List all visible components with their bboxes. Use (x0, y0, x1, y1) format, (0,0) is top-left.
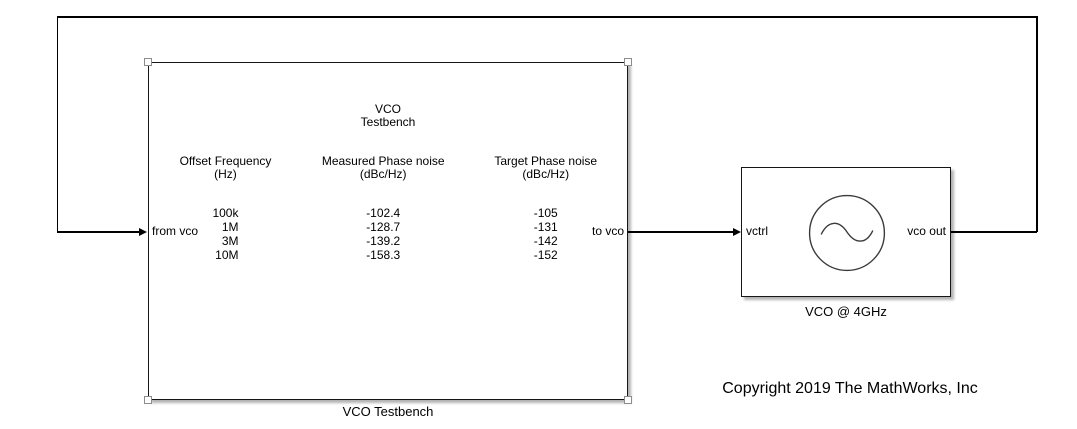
port-label-vctrl: vctrl (746, 224, 768, 238)
vco-block[interactable] (741, 167, 951, 297)
column-values: 100k 1M 3M 10M (212, 206, 238, 262)
wire-feedback-left[interactable] (56, 16, 58, 232)
table-cell: -158.3 (366, 248, 401, 262)
column-header: Measured Phase noise(dBc/Hz) (321, 154, 445, 181)
table-cell: -139.2 (366, 234, 401, 248)
table-cell: 3M (221, 234, 239, 248)
phase-noise-table: Offset Frequency(Hz) 100k 1M 3M 10M Meas… (149, 155, 627, 264)
table-cell: -102.4 (366, 206, 401, 220)
wire-from-vco-segment[interactable] (57, 231, 140, 233)
table-cell: 100k (212, 206, 239, 220)
testbench-title-line2: Testbench (360, 115, 416, 129)
resize-handle-bottom-right[interactable] (624, 396, 632, 404)
resize-handle-bottom-left[interactable] (144, 396, 152, 404)
column-header: Offset Frequency(Hz) (179, 154, 272, 181)
column-header: Target Phase noise(dBc/Hz) (494, 154, 598, 181)
table-cell: -142 (533, 234, 558, 248)
port-label-to-vco: to vco (591, 224, 624, 238)
resize-handle-top-left[interactable] (144, 58, 152, 66)
wire-vco-out-segment[interactable] (951, 231, 1037, 233)
table-cell: -128.7 (366, 220, 401, 234)
arrowhead-from-vco-icon (139, 227, 147, 236)
vco-block-name[interactable]: VCO @ 4GHz (805, 304, 887, 319)
column-offset-frequency: Offset Frequency(Hz) 100k 1M 3M 10M (149, 155, 302, 264)
column-measured-phase-noise: Measured Phase noise(dBc/Hz) -102.4 -128… (302, 155, 465, 264)
wire-feedback-top[interactable] (57, 16, 1037, 18)
copyright-annotation[interactable]: Copyright 2019 The MathWorks, Inc (722, 380, 978, 397)
sine-wave-icon (808, 194, 886, 272)
table-cell: -152 (533, 248, 558, 262)
table-cell: -131 (533, 220, 558, 234)
arrowhead-vctrl-icon (733, 227, 741, 236)
testbench-block-name[interactable]: VCO Testbench (342, 404, 434, 419)
port-label-vco-out: vco out (907, 224, 946, 238)
port-label-from-vco: from vco (152, 224, 199, 238)
table-cell: 10M (215, 248, 239, 262)
resize-handle-top-right[interactable] (624, 58, 632, 66)
table-cell: -105 (533, 206, 558, 220)
column-values: -102.4 -128.7 -139.2 -158.3 (366, 206, 400, 262)
column-target-phase-noise: Target Phase noise(dBc/Hz) -105 -131 -14… (464, 155, 627, 264)
wire-to-vco-vctrl[interactable] (628, 231, 733, 233)
testbench-title-line1: VCO (374, 102, 401, 116)
column-values: -105 -131 -142 -152 (534, 206, 558, 262)
table-cell: 1M (221, 220, 239, 234)
wire-feedback-right[interactable] (1036, 16, 1038, 232)
